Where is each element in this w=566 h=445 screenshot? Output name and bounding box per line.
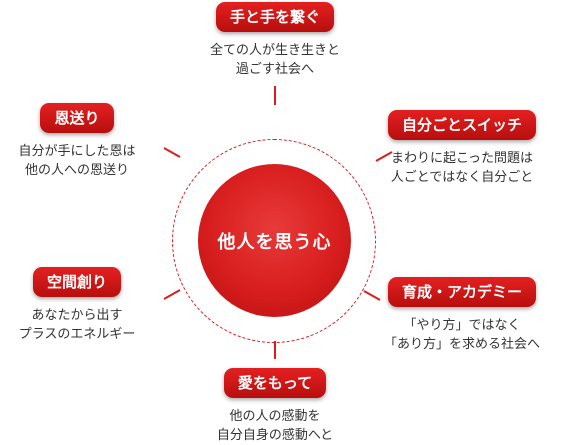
desc-line: 自分自身の感動へと [216,428,334,443]
node-title-upper-right: 自分ごとスイッチ [387,110,536,140]
node-top: 手と手を繋ぐ 全ての人が生き生きと 過ごす社会へ [175,2,375,79]
desc-line: 「あり方」を求める社会へ [383,337,540,352]
desc-line: まわりに起こった問題は [390,151,534,166]
node-title-bottom: 愛をもって [223,368,327,398]
node-upper-left: 恩送り 自分が手にした恩は 他の人への恩送り [0,103,162,180]
node-desc-upper-left: 自分が手にした恩は 他の人への恩送り [0,142,162,180]
node-lower-right: 育成・アカデミー 「やり方」ではなく 「あり方」を求める社会へ [362,277,562,354]
desc-line: プラスのエネルギー [18,327,136,342]
desc-line: 全ての人が生き生きと [209,43,340,58]
node-bottom: 愛をもって 他の人の感動を 自分自身の感動へと [175,368,375,445]
node-desc-lower-right: 「やり方」ではなく 「あり方」を求める社会へ [362,316,562,354]
node-title-top: 手と手を繋ぐ [215,2,334,32]
desc-line: 「やり方」ではなく [403,318,521,333]
node-title-lower-right: 育成・アカデミー [387,277,536,307]
dashed-ring [172,139,376,343]
node-desc-upper-right: まわりに起こった問題は 人ごとではなく自分ごと [362,149,562,187]
connector-lower-right [363,290,381,301]
desc-line: 他の人への恩送り [24,163,129,178]
node-desc-lower-left: あなたから出す プラスのエネルギー [0,306,162,344]
center-label: 他人を思う心 [217,231,332,253]
node-upper-right: 自分ごとスイッチ まわりに起こった問題は 人ごとではなく自分ごと [362,110,562,187]
connector-lower-left [163,289,181,300]
desc-line: 他の人の感動を [229,409,321,424]
node-title-lower-left: 空間創り [32,267,121,297]
node-desc-bottom: 他の人の感動を 自分自身の感動へと [175,407,375,445]
connector-upper-right [375,151,393,162]
desc-line: 自分が手にした恩は [18,144,136,159]
desc-line: 過ごす社会へ [235,62,315,77]
connector-upper-left [163,147,181,158]
center-circle: 他人を思う心 [198,164,351,317]
desc-line: あなたから出す [31,308,123,323]
node-lower-left: 空間創り あなたから出す プラスのエネルギー [0,267,162,344]
desc-line: 人ごとではなく自分ごと [390,170,534,185]
node-desc-top: 全ての人が生き生きと 過ごす社会へ [175,41,375,79]
node-title-upper-left: 恩送り [40,103,114,133]
